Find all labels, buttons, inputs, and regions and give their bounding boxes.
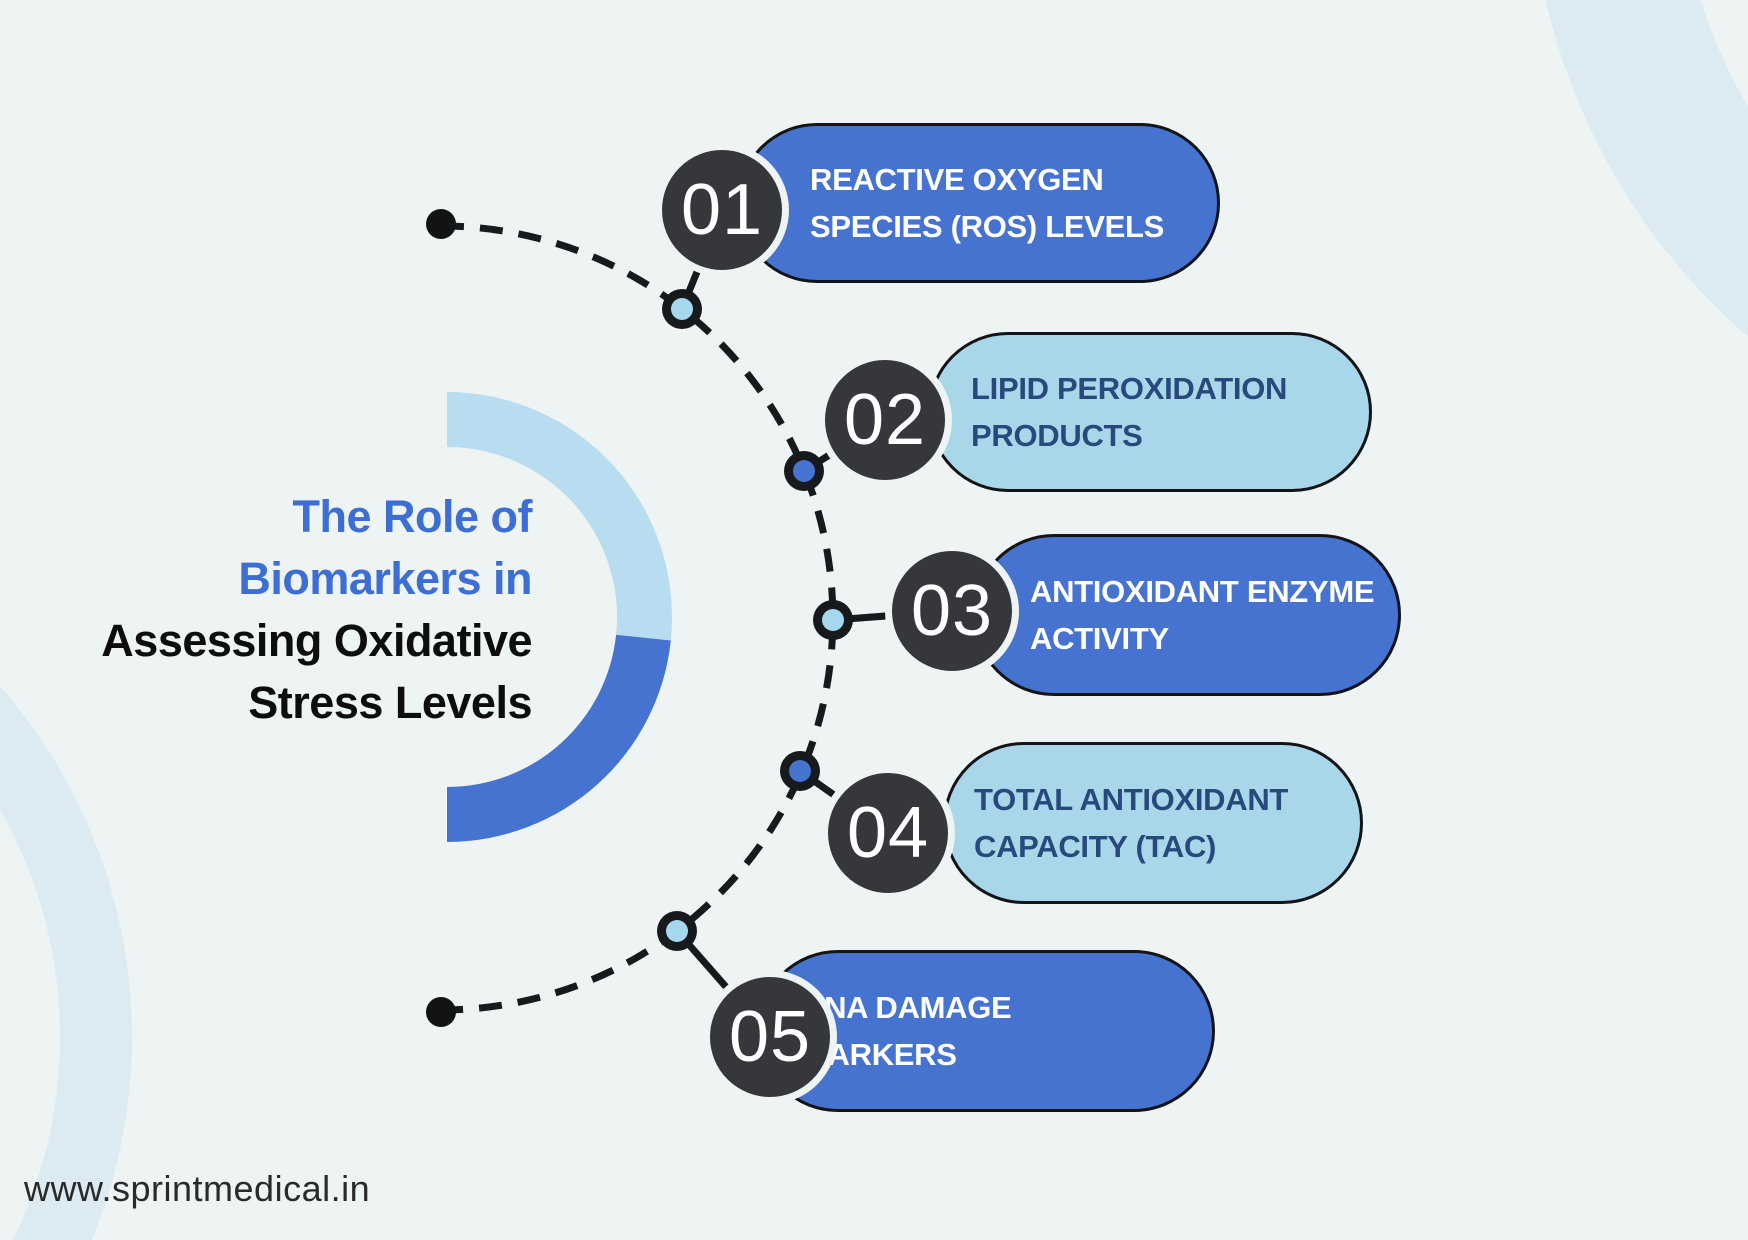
badge-number: 03 xyxy=(910,571,994,651)
title-line-2: Biomarkers in xyxy=(238,553,532,604)
badge-number: 04 xyxy=(846,793,930,873)
badge-number: 02 xyxy=(843,380,927,460)
badge-number: 01 xyxy=(680,170,764,250)
item-label-line: SPECIES (ROS) LEVELS xyxy=(810,209,1165,244)
node-fill-4 xyxy=(789,760,811,782)
donut-segment-light xyxy=(447,392,673,641)
arc-nodes xyxy=(657,289,853,951)
dashed-arc-path xyxy=(440,222,837,1014)
title-line-1: The Role of xyxy=(292,491,533,542)
item-label-line: CAPACITY (TAC) xyxy=(974,829,1217,864)
title-line-3: Assessing Oxidative xyxy=(101,615,532,666)
item-label-line: REACTIVE OXYGEN xyxy=(810,162,1104,197)
arc-end-dot xyxy=(426,997,456,1027)
item-pill-ros-levels: REACTIVE OXYGEN SPECIES (ROS) LEVELS xyxy=(737,123,1220,283)
item-label-line: ANTIOXIDANT ENZYME xyxy=(1030,574,1375,609)
page-title: The Role of Biomarkers in Assessing Oxid… xyxy=(40,486,532,734)
item-label-line: PRODUCTS xyxy=(971,418,1143,453)
item-pill-antioxidant-enzyme: ANTIOXIDANT ENZYME ACTIVITY xyxy=(973,534,1401,696)
item-label-line: MARKERS xyxy=(802,1037,957,1072)
number-badge-05: 05 xyxy=(703,970,837,1104)
number-badge-04: 04 xyxy=(821,766,955,900)
item-pill-lipid-peroxidation: LIPID PEROXIDATION PRODUCTS xyxy=(928,332,1372,492)
arc-start-dot xyxy=(426,209,456,239)
item-label-line: TOTAL ANTIOXIDANT xyxy=(974,782,1289,817)
donut-segment-blue xyxy=(447,634,671,842)
half-donut-shape xyxy=(447,392,673,842)
item-pill-total-antioxidant-capacity: TOTAL ANTIOXIDANT CAPACITY (TAC) xyxy=(943,742,1363,904)
number-badge-03: 03 xyxy=(885,544,1019,678)
badge-number: 05 xyxy=(728,997,812,1077)
item-label-line: DNA DAMAGE xyxy=(802,990,1012,1025)
node-fill-5 xyxy=(666,920,688,942)
node-fill-3 xyxy=(822,609,844,631)
number-badge-02: 02 xyxy=(818,353,952,487)
node-fill-1 xyxy=(671,298,693,320)
node-fill-2 xyxy=(793,460,815,482)
item-label-line: ACTIVITY xyxy=(1030,621,1169,656)
website-url: www.sprintmedical.in xyxy=(24,1168,371,1209)
title-line-4: Stress Levels xyxy=(248,677,532,728)
item-label-line: LIPID PEROXIDATION xyxy=(971,371,1288,406)
number-badge-01: 01 xyxy=(655,143,789,277)
